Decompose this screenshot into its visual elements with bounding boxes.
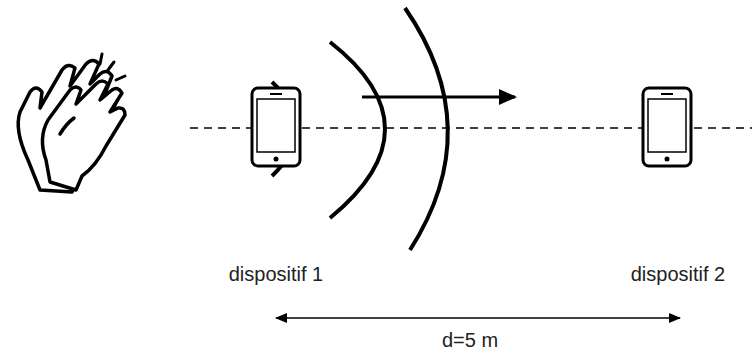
device-label: dispositif 2 xyxy=(629,262,728,286)
propagation-arrow xyxy=(362,96,515,99)
device-label: dispositif 1 xyxy=(227,262,326,286)
clapping-hands-icon xyxy=(18,54,125,192)
phone-icon xyxy=(643,88,691,166)
distance-label: d=5 m xyxy=(440,328,500,352)
phone-icon xyxy=(252,88,300,166)
distance-arrow xyxy=(276,317,680,319)
